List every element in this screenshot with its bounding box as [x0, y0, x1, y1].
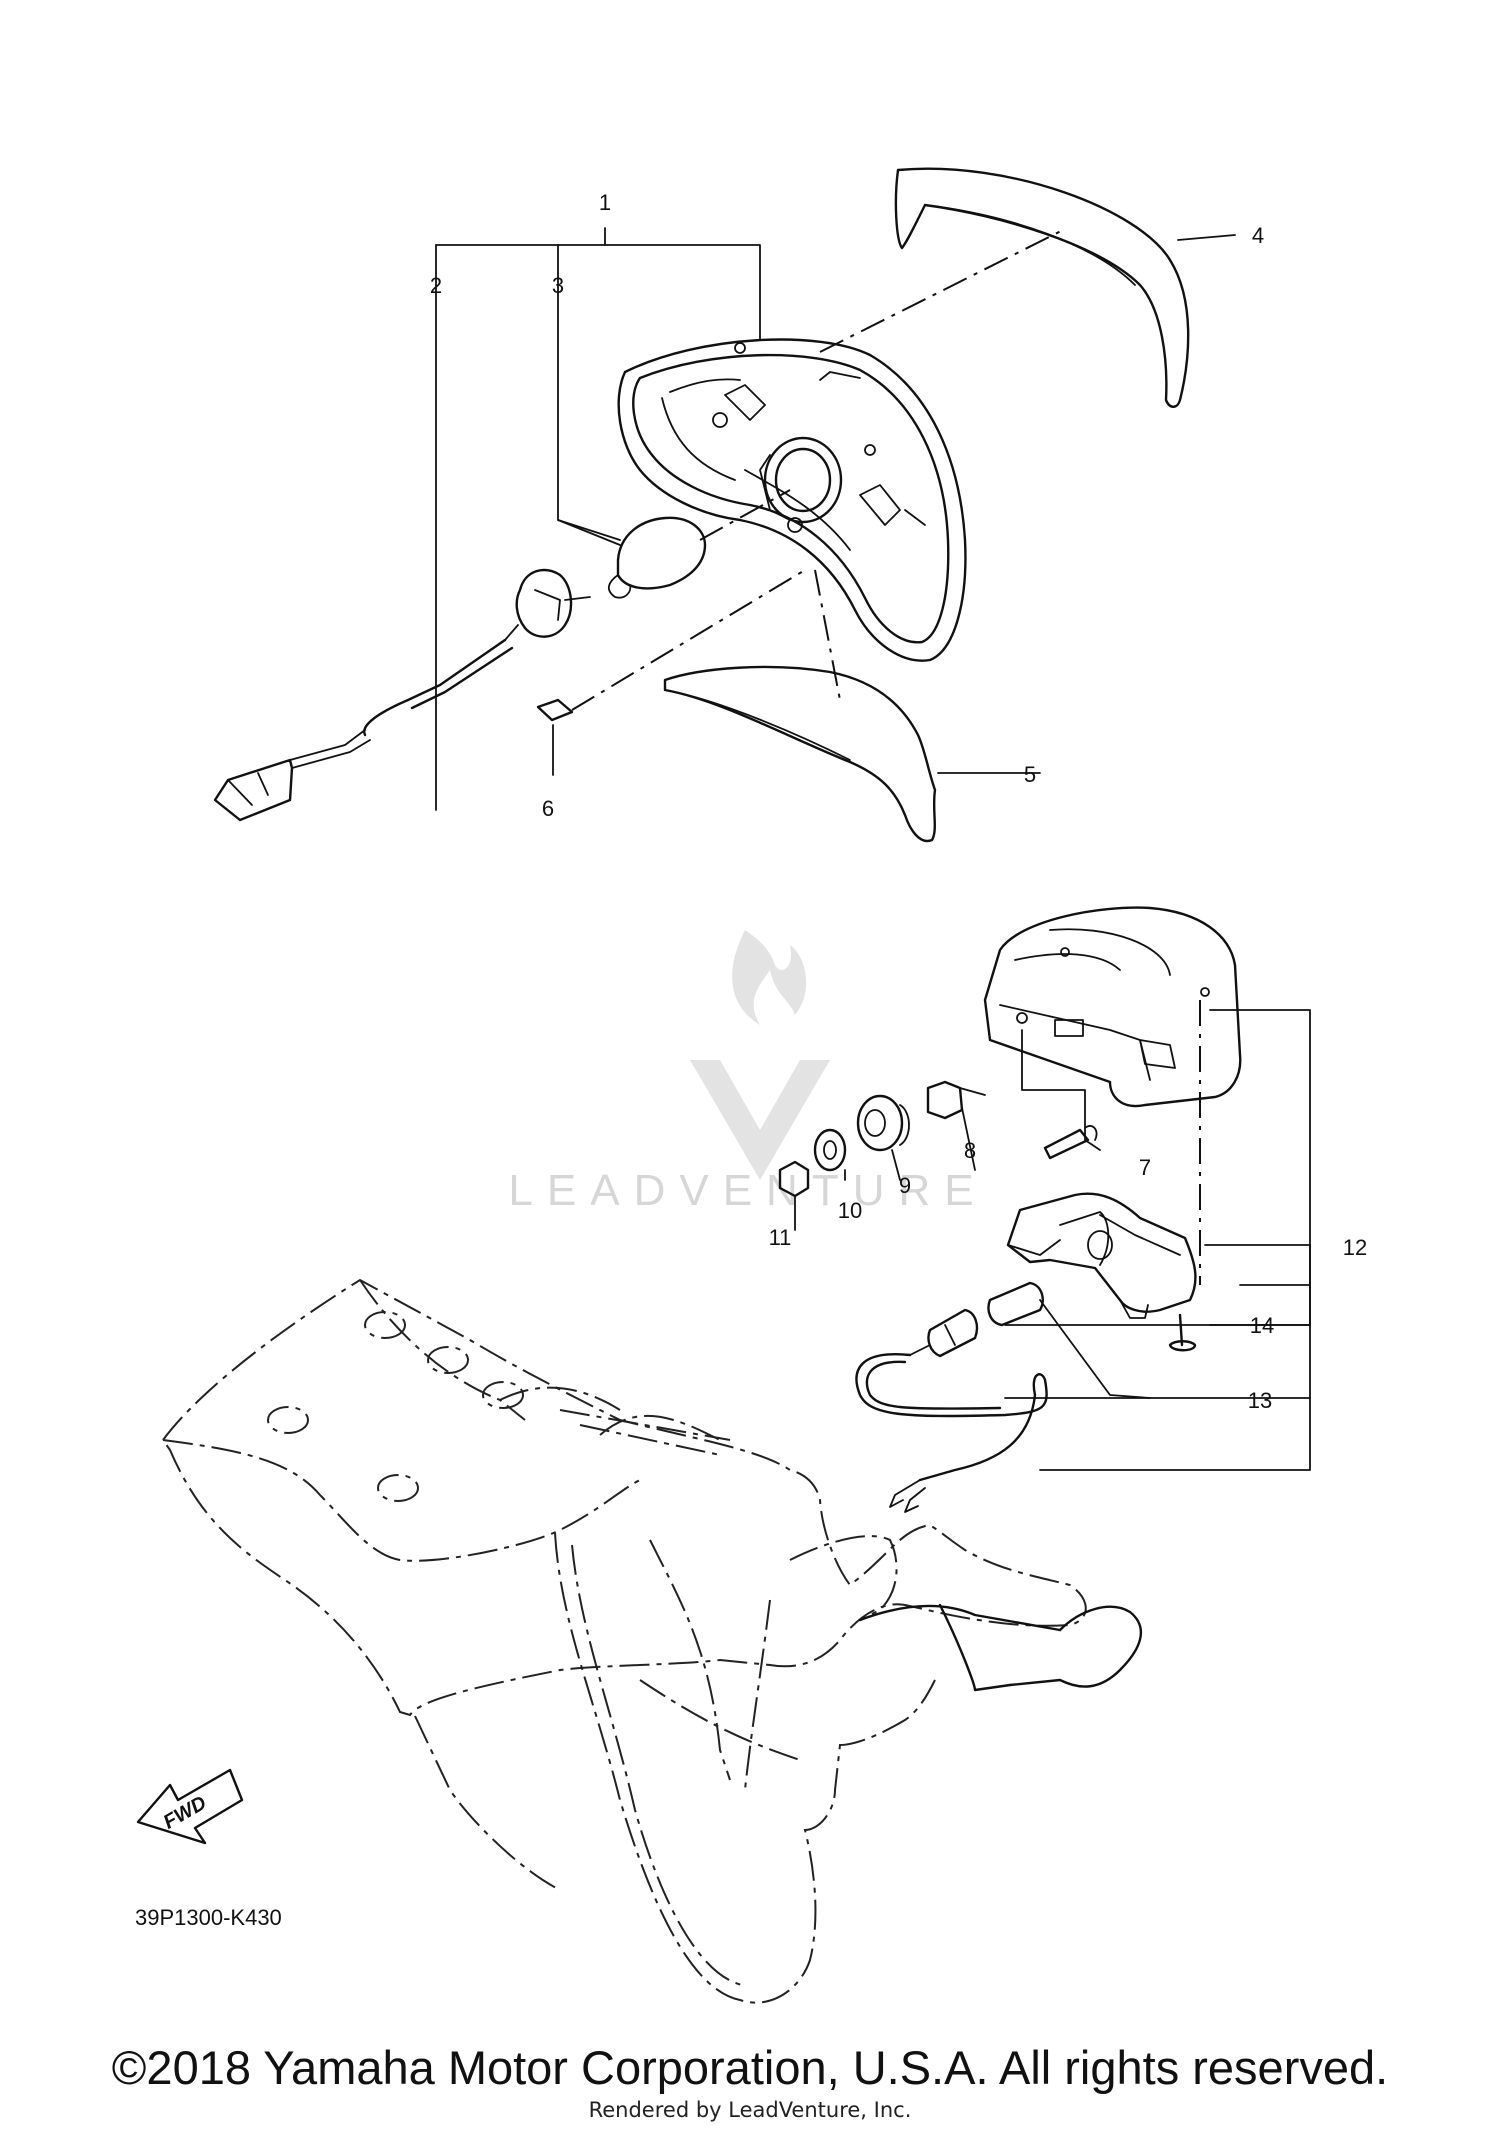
callout-13: 13 [1248, 1388, 1272, 1413]
watermark: LEADVENTURE [508, 930, 987, 1215]
callout-14: 14 [1250, 1313, 1274, 1338]
watermark-text: LEADVENTURE [508, 1166, 987, 1215]
callout-3: 3 [552, 273, 564, 298]
callout-11: 11 [769, 1225, 792, 1250]
callouts: 1 2 3 4 5 6 7 8 9 10 11 12 13 14 [430, 190, 1367, 1413]
license-light-assembly [778, 906, 1311, 1513]
rear-fender [161, 1278, 1142, 2004]
drawing-code: 39P1300-K430 [135, 1905, 282, 1930]
callout-4: 4 [1252, 223, 1264, 248]
callout-5: 5 [1024, 762, 1036, 787]
callout-9: 9 [899, 1173, 911, 1198]
callout-6: 6 [542, 796, 554, 821]
callout-10: 10 [838, 1198, 862, 1223]
tail-light-assembly [213, 167, 1236, 843]
callout-2: 2 [430, 273, 442, 298]
callout-7: 7 [1139, 1155, 1151, 1180]
copyright-notice: ©2018 Yamaha Motor Corporation, U.S.A. A… [111, 2041, 1389, 2094]
rendered-by-notice: Rendered by LeadVenture, Inc. [588, 2098, 912, 2122]
callout-1: 1 [599, 190, 611, 215]
callout-12: 12 [1343, 1235, 1367, 1260]
fwd-label: FWD [160, 1792, 210, 1834]
fwd-arrow-icon: FWD [136, 1768, 244, 1845]
callout-8: 8 [964, 1138, 976, 1163]
